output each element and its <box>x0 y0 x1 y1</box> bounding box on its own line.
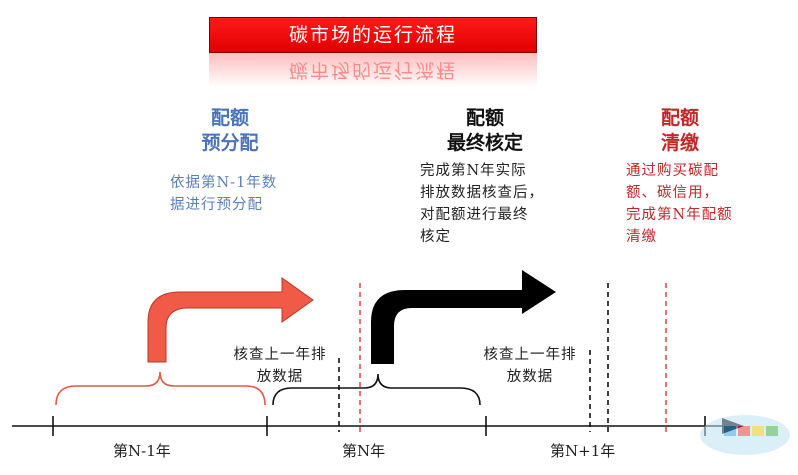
stage1-description: 依据第N-1年数 据进行预分配 <box>170 172 277 216</box>
final-verification-arrow <box>371 270 556 364</box>
stage1-heading-line2: 预分配 <box>201 132 259 154</box>
preallocation-arrow <box>147 277 314 363</box>
year-label-n-plus-1: 第N+1年 <box>550 442 616 460</box>
black-bracket <box>272 373 481 406</box>
verify-note-line: 核查上一年排 <box>233 347 327 363</box>
watermark-logo <box>700 415 790 455</box>
verify-note-1: 核查上一年排 放数据 <box>220 344 340 388</box>
verify-note-line: 放数据 <box>256 369 304 385</box>
stage3-heading: 配额 清缴 <box>630 106 730 156</box>
stage3-description: 通过购买碳配 额、碳信用， 完成第N年配额 清缴 <box>626 160 733 248</box>
stage3-desc-line: 清缴 <box>626 229 657 245</box>
stage3-desc-line: 完成第N年配额 <box>626 207 733 223</box>
stage2-desc-line: 核定 <box>420 229 451 245</box>
stage3-heading-line2: 清缴 <box>660 132 699 154</box>
stage3-desc-line: 额、碳信用， <box>626 185 719 201</box>
verify-note-line: 核查上一年排 <box>483 347 577 363</box>
stage2-heading-line1: 配额 <box>465 107 504 129</box>
stage2-heading-line2: 最终核定 <box>446 132 523 154</box>
stage1-heading-line1: 配额 <box>210 107 249 129</box>
stage2-desc-line: 排放数据核查后， <box>420 185 544 201</box>
stage2-heading: 配额 最终核定 <box>420 106 550 156</box>
year-label-n: 第N年 <box>342 442 386 460</box>
stage1-desc-line: 据进行预分配 <box>170 197 263 213</box>
verify-note-line: 放数据 <box>506 369 554 385</box>
diagram-title: 碳市场的运行流程 <box>209 17 537 53</box>
stage2-desc-line: 完成第N年实际 <box>420 163 527 179</box>
stage1-desc-line: 依据第N-1年数 <box>170 175 278 191</box>
stage3-heading-line1: 配额 <box>660 107 699 129</box>
verify-note-2: 核查上一年排 放数据 <box>470 344 590 388</box>
stage2-description: 完成第N年实际 排放数据核查后， 对配额进行最终 核定 <box>420 160 544 248</box>
year-label-n-minus-1: 第N-1年 <box>113 442 171 460</box>
stage2-desc-line: 对配额进行最终 <box>420 207 529 223</box>
stage1-heading: 配额 预分配 <box>170 106 290 156</box>
red-bracket <box>55 371 266 406</box>
stage3-desc-line: 通过购买碳配 <box>626 163 719 179</box>
